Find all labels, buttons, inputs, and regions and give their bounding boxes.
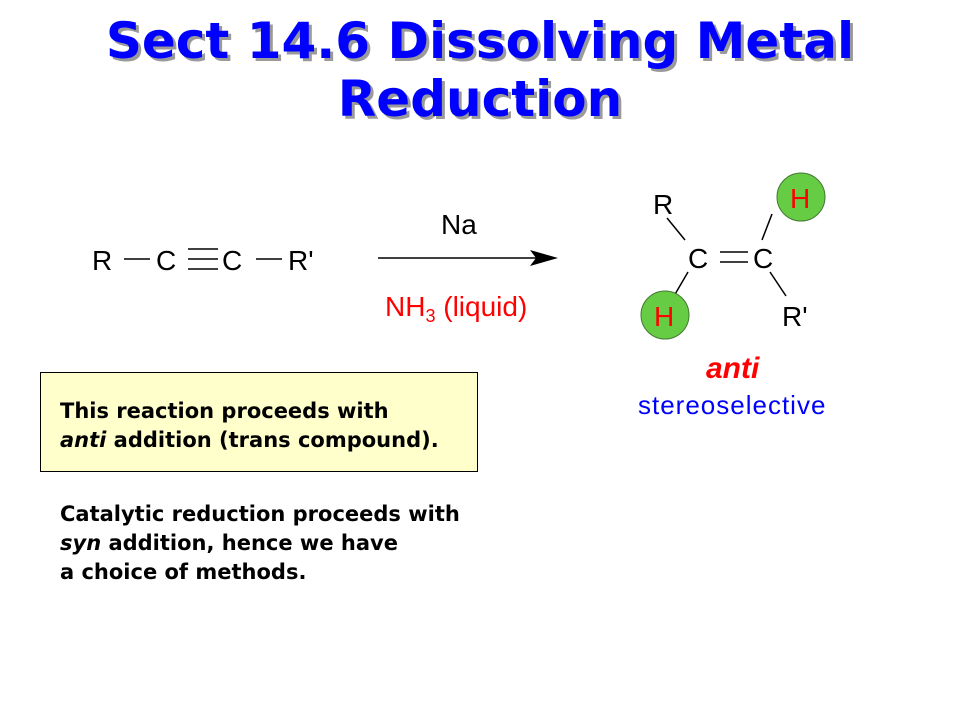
product-c1: C <box>688 243 708 274</box>
product-h-top: H <box>790 183 810 214</box>
note-1-line-1: This reaction proceeds with <box>60 399 389 423</box>
note-2-line-1: Catalytic reduction proceeds with <box>60 502 460 526</box>
note-1-line-2-rest: addition (trans compound). <box>106 428 439 452</box>
reagent-liquid: (liquid) <box>435 291 527 322</box>
reagent-nh3-liquid: NH3 (liquid) <box>385 291 527 326</box>
product-r: R <box>653 189 673 220</box>
reaction-arrow-group: Na NH3 (liquid) <box>378 209 558 326</box>
note-2-line-2-rest: addition, hence we have <box>101 531 398 555</box>
reagent-subscript-3: 3 <box>425 306 435 326</box>
product-r-prime: R' <box>782 301 808 332</box>
highlight-circle-bottom <box>640 290 690 340</box>
highlight-circle-top <box>776 172 826 222</box>
bond-r-c1 <box>666 217 686 241</box>
note-1-italic-anti: anti <box>60 428 107 452</box>
product-h-bottom: H <box>654 301 674 332</box>
bond-h-c2 <box>761 213 773 241</box>
reactant-alkyne: R C C R' <box>92 245 314 276</box>
bond-c1-h <box>673 271 689 297</box>
reactant-c1: C <box>156 245 176 276</box>
note-2-line-3: a choice of methods. <box>60 560 307 584</box>
note-catalytic-reduction: Catalytic reduction proceeds with syn ad… <box>60 500 460 587</box>
page-title: Sect 14.6 Dissolving Metal Reduction <box>0 12 960 128</box>
bond-c2-r-prime <box>769 271 787 297</box>
reactant-c2: C <box>222 245 242 276</box>
product-alkene: R H C C H R' <box>640 172 826 340</box>
note-2-line-2: syn addition, hence we have <box>60 529 460 558</box>
product-c2: C <box>753 243 773 274</box>
title-line-1: Sect 14.6 Dissolving Metal <box>105 12 855 70</box>
note-1-line-2: anti addition (trans compound). <box>60 426 439 455</box>
reactant-r-prime: R' <box>288 245 314 276</box>
stereoselective-label: stereoselective <box>638 390 826 420</box>
anti-label: anti <box>706 352 760 385</box>
reagent-nh: NH <box>385 291 425 322</box>
reactant-r: R <box>92 245 112 276</box>
title-line-2: Reduction <box>337 70 623 128</box>
arrow-head-icon <box>530 250 558 266</box>
note-anti-addition: This reaction proceeds with anti additio… <box>60 397 439 455</box>
note-box <box>40 372 478 472</box>
note-2-italic-syn: syn <box>60 531 102 555</box>
reagent-na: Na <box>441 209 477 240</box>
